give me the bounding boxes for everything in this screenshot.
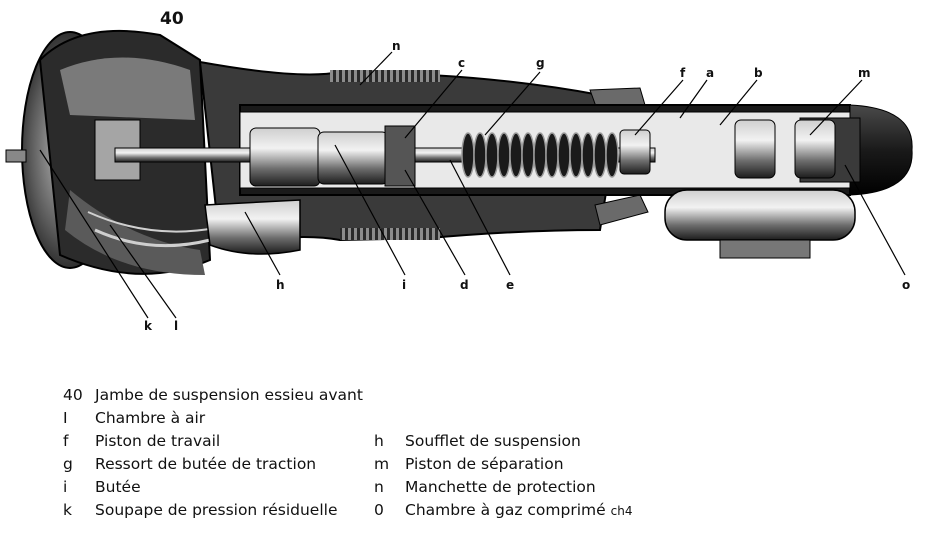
- spring-coil: [593, 132, 607, 178]
- spring-coil: [533, 132, 547, 178]
- legend-row: f Piston de travail h Soufflet de suspen…: [63, 430, 763, 453]
- strut-cutaway-illustration: 40 n c g f a b m h i d e o k l: [5, 9, 913, 333]
- spring-coil: [461, 132, 475, 178]
- legend-key: i: [63, 478, 68, 496]
- legend-key: 0: [374, 501, 384, 519]
- working-piston: [619, 129, 651, 175]
- legend-key: f: [63, 432, 69, 450]
- legend-suffix: ch4: [610, 504, 633, 518]
- legend-row: 40 Jambe de suspension essieu avant: [63, 384, 763, 407]
- spring-coil: [497, 132, 511, 178]
- bump-stop: [249, 125, 416, 187]
- callout-k: k: [144, 319, 153, 333]
- legend-text: Chambre à gaz comprimé ch4: [405, 499, 632, 523]
- callout-h: h: [276, 278, 285, 292]
- legend-key: m: [374, 455, 390, 473]
- callout-m: m: [858, 66, 871, 80]
- legend-text-main: Chambre à gaz comprimé: [405, 501, 606, 519]
- callout-n: n: [392, 39, 401, 53]
- legend-key: g: [63, 455, 73, 473]
- legend-text: Butée: [95, 478, 141, 496]
- legend-row: i Butée n Manchette de protection: [63, 476, 763, 499]
- spring-coil: [569, 132, 583, 178]
- spring-coil: [521, 132, 535, 178]
- callout-a: a: [706, 66, 714, 80]
- legend-text: Ressort de butée de traction: [95, 455, 317, 473]
- gas-reservoir: [664, 189, 856, 259]
- spring-coil: [485, 132, 499, 178]
- legend-text: Soufflet de suspension: [405, 432, 581, 450]
- callout-d: d: [460, 278, 469, 292]
- legend-text: Chambre à air: [95, 409, 206, 427]
- callout-leaders: [39, 51, 906, 319]
- spring-coil: [581, 132, 595, 178]
- callout-g: g: [536, 56, 545, 70]
- callout-f: f: [680, 66, 686, 80]
- legend: 40 Jambe de suspension essieu avant I Ch…: [63, 384, 763, 522]
- spring-coil: [509, 132, 523, 178]
- legend-row: k Soupape de pression résiduelle 0 Chamb…: [63, 499, 763, 522]
- callout-b: b: [754, 66, 763, 80]
- callout-l: l: [174, 319, 178, 333]
- legend-key: I: [63, 409, 68, 427]
- callout-e: e: [506, 278, 514, 292]
- spring-coil: [545, 132, 559, 178]
- callout-c: c: [458, 56, 465, 70]
- callout-o: o: [902, 278, 910, 292]
- spring-coil: [605, 132, 619, 178]
- rebound-spring: [461, 132, 619, 178]
- legend-key: 40: [63, 386, 83, 404]
- legend-text: Piston de séparation: [405, 455, 564, 473]
- air-spring-bellows: [204, 199, 301, 255]
- legend-row: g Ressort de butée de traction m Piston …: [63, 453, 763, 476]
- separation-piston: [734, 119, 836, 179]
- legend-row: I Chambre à air: [63, 407, 763, 430]
- callout-i: i: [402, 278, 406, 292]
- spring-coil: [473, 132, 487, 178]
- legend-key: k: [63, 501, 72, 519]
- legend-text: Soupape de pression résiduelle: [95, 501, 338, 519]
- legend-text: Jambe de suspension essieu avant: [95, 386, 363, 404]
- callout-labels: n c g f a b m h i d e o k l: [144, 39, 910, 333]
- legend-key: n: [374, 478, 384, 496]
- figure-number: 40: [160, 9, 184, 29]
- legend-text: Manchette de protection: [405, 478, 596, 496]
- legend-text: Piston de travail: [95, 432, 221, 450]
- legend-key: h: [374, 432, 384, 450]
- spring-coil: [557, 132, 571, 178]
